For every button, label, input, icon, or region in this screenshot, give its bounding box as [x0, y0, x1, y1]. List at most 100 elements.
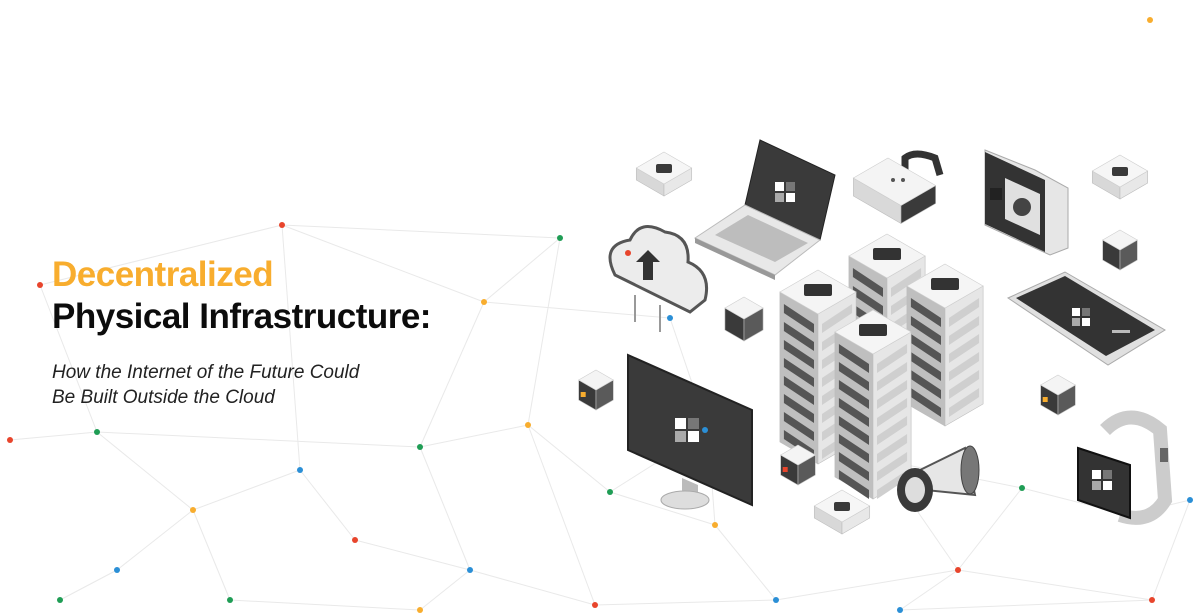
logo-tile [1103, 470, 1112, 479]
watch-button [1160, 448, 1168, 462]
network-line [9, 431, 98, 441]
server-slot [910, 316, 941, 345]
network-line [281, 224, 485, 303]
server-slot [838, 344, 869, 373]
server-slot [783, 412, 814, 441]
mini-box [635, 151, 693, 197]
padlock-dot [901, 178, 905, 182]
network-line [609, 491, 716, 526]
network-node [667, 315, 673, 321]
logo-tile [775, 182, 784, 191]
box-top-face [1040, 374, 1076, 396]
network-line [96, 431, 194, 511]
network-node [352, 537, 358, 543]
cube-accent [1042, 397, 1048, 402]
server-vent [949, 388, 980, 417]
logo-tile [786, 182, 795, 191]
headline: Decentralized Physical Infrastructure: [52, 254, 431, 338]
network-node [897, 607, 903, 613]
network-line [714, 524, 777, 601]
monitor [627, 353, 753, 510]
server-vent [949, 316, 980, 345]
action-camera [984, 149, 1069, 256]
phone-text-line [1112, 330, 1130, 333]
network-node [1019, 485, 1025, 491]
server-vent [877, 362, 908, 391]
box-top-face [724, 296, 764, 320]
logo-tile [1082, 308, 1090, 316]
network-node [525, 422, 531, 428]
network-line [469, 569, 596, 606]
network-line [192, 509, 231, 601]
logo-tile [675, 418, 686, 429]
server-slot [838, 470, 869, 499]
network-node [417, 607, 423, 613]
mini-box [813, 489, 871, 535]
server-slot [838, 434, 869, 463]
server-rack [906, 263, 984, 427]
camera-lens [1013, 198, 1031, 216]
network-node [1147, 17, 1153, 23]
subtitle-line-1: How the Internet of the Future Could [52, 362, 360, 383]
network-node [607, 489, 613, 495]
network-line [39, 284, 98, 433]
smartphone [1006, 271, 1166, 366]
network-line [527, 424, 596, 606]
network-line [299, 469, 356, 541]
mini-box [1091, 154, 1149, 200]
server-vent [877, 380, 908, 409]
cloud-shape [608, 225, 709, 314]
cube [724, 296, 764, 342]
server-vent [877, 398, 908, 427]
monitor-screen [627, 353, 753, 507]
server-slot [838, 398, 869, 427]
server-vent [877, 434, 908, 463]
server-vent [877, 344, 908, 373]
network-node [712, 522, 718, 528]
server-vent [877, 416, 908, 445]
cube [1040, 374, 1076, 416]
logo-tile [1092, 470, 1101, 479]
network-line [594, 599, 777, 606]
network-line [229, 599, 421, 611]
network-line [281, 224, 561, 239]
server-slot [838, 362, 869, 391]
camera-screen [990, 188, 1002, 200]
server-vent [891, 268, 922, 297]
cloud-upload [608, 225, 709, 332]
box-top-face [852, 157, 937, 206]
subtitle: How the Internet of the Future Could Be … [52, 360, 472, 410]
network-node [481, 299, 487, 305]
logo-tile [1103, 481, 1112, 490]
logo-tile [688, 431, 699, 442]
network-line [59, 569, 118, 601]
cube [578, 369, 614, 411]
monitor-base [660, 490, 710, 510]
server-slot [838, 380, 869, 409]
cube [780, 444, 816, 486]
network-line [116, 509, 194, 571]
status-dot [702, 427, 708, 433]
server-vent [877, 470, 908, 499]
server-slot [783, 358, 814, 387]
logo-tile [786, 193, 795, 202]
network-node [57, 597, 63, 603]
logo-tile [1092, 481, 1101, 490]
server-slot [783, 304, 814, 333]
server-display [873, 248, 901, 260]
network-node [37, 282, 43, 288]
network-node [279, 222, 285, 228]
padlock-dot [891, 178, 895, 182]
headline-main: Physical Infrastructure: [52, 297, 431, 336]
server-slot [910, 388, 941, 417]
network-node [297, 467, 303, 473]
network-line [483, 237, 561, 303]
network-node [94, 429, 100, 435]
network-line [957, 569, 1153, 601]
cube [1102, 229, 1138, 271]
network-node [592, 602, 598, 608]
server-slot [852, 268, 883, 297]
subtitle-line-2: Be Built Outside the Cloud [52, 387, 275, 408]
server-slot [783, 322, 814, 351]
